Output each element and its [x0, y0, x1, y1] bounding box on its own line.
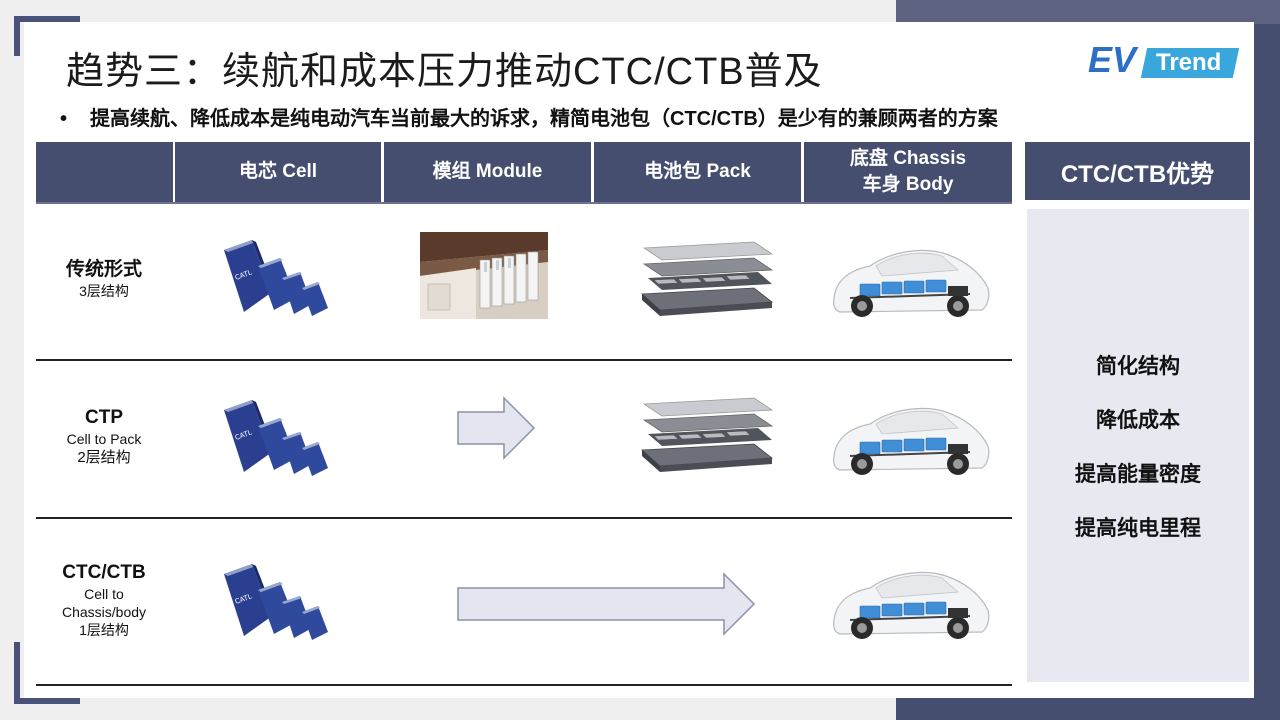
table-header-module: 模组 Module: [384, 142, 591, 202]
bullet-text: 提高续航、降低成本是纯电动汽车当前最大的诉求，精简电池包（CTC/CTB）是少有…: [90, 108, 998, 130]
background-right-top: [896, 0, 1280, 24]
battery-module-image: [420, 232, 548, 319]
logo-trend-text: Trend: [1156, 49, 1222, 76]
advantage-item: 简化结构: [1096, 354, 1180, 378]
corner-bracket-top-left: [14, 16, 80, 56]
row-label-traditional: 传统形式 3层结构: [65, 259, 142, 299]
ev-chassis-image: [830, 240, 992, 328]
battery-pack-image: [634, 238, 774, 322]
row-label-ctc: CTC/CTB Cell to Chassis/body 1层结构: [61, 562, 147, 638]
row-divider: [36, 359, 1012, 361]
evtrend-logo: EV Trend: [1088, 39, 1240, 80]
slide-title: 趋势三：续航和成本压力推动CTC/CTB普及: [66, 51, 823, 93]
advantage-header: CTC/CTB优势: [1025, 142, 1250, 200]
row-divider: [36, 684, 1012, 686]
bullet-dot: •: [60, 108, 68, 130]
bullet-point: • 提高续航、降低成本是纯电动汽车当前最大的诉求，精简电池包（CTC/CTB）是少…: [60, 102, 998, 131]
advantage-item: 提高能量密度: [1075, 462, 1201, 486]
advantage-list: 简化结构 降低成本 提高能量密度 提高纯电里程: [1027, 209, 1249, 682]
battery-pack-image: [634, 394, 774, 478]
header-underline: [36, 202, 1012, 204]
advantage-item: 提高纯电里程: [1075, 516, 1201, 540]
table-header-pack: 电池包 Pack: [594, 142, 801, 202]
battery-cells-image: CATL: [222, 232, 334, 322]
logo-ev-text: EV: [1088, 39, 1137, 80]
battery-cells-image: CATL: [222, 392, 334, 482]
corner-bracket-bottom-left: [14, 642, 80, 704]
right-arrow-icon: [456, 396, 538, 460]
advantage-item: 降低成本: [1096, 408, 1180, 432]
table-header-blank: [36, 142, 173, 202]
table-header-cell: 电芯 Cell: [175, 142, 381, 202]
row-label-ctp: CTP Cell to Pack 2层结构: [66, 407, 142, 466]
battery-cells-image: CATL: [222, 556, 334, 646]
ev-chassis-image: [830, 398, 992, 486]
ev-chassis-image: [830, 562, 992, 650]
right-arrow-icon: [456, 572, 758, 636]
row-divider: [36, 517, 1012, 519]
